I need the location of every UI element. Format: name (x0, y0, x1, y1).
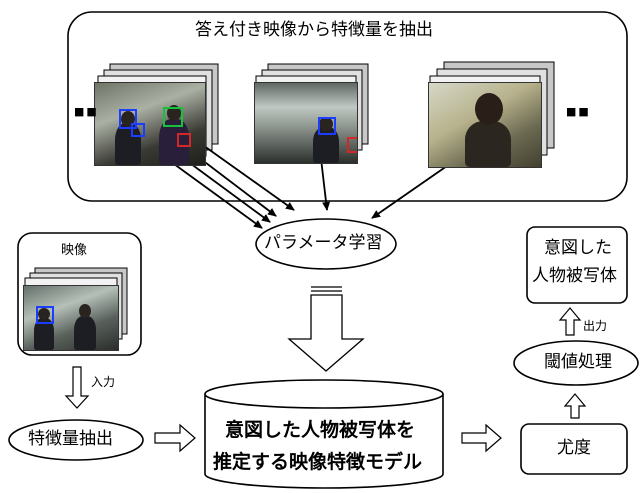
result-text-line2: 人物被写体 (532, 266, 617, 286)
model-text-line2: 推定する映像特徴モデル (213, 451, 423, 473)
extract-label: 特徴量抽出 (28, 429, 113, 449)
model-cylinder (204, 379, 444, 489)
input-panel-title: 映像 (61, 243, 88, 258)
video-frame-2 (254, 82, 358, 164)
result-box (526, 226, 628, 304)
model-text-line1: 意図した人物被写体を (225, 419, 416, 441)
learning-to-model-arrow (287, 286, 365, 372)
extract-ellipse (8, 419, 144, 461)
likelihood-box (520, 423, 628, 475)
input-arrow (64, 366, 90, 409)
learning-label: パラメータ学習 (264, 233, 383, 253)
threshold-label: 閾値処理 (544, 352, 612, 372)
ellipsis-right: ■■ (566, 105, 591, 118)
video-frame-1 (94, 82, 206, 166)
likelihood-to-threshold-arrow (563, 393, 587, 419)
output-arrow (558, 307, 582, 336)
threshold-ellipse (513, 340, 639, 386)
output-arrow-label: 出力 (583, 319, 608, 333)
input-arrow-label: 入力 (91, 375, 116, 389)
result-text-line1: 意図した (544, 238, 612, 258)
model-to-likelihood-arrow (461, 423, 502, 453)
video-frame-input (23, 285, 119, 351)
likelihood-label: 尤度 (557, 438, 591, 458)
video-frame-3 (428, 82, 542, 168)
ellipsis-left: ■■ (74, 105, 99, 118)
learning-ellipse (255, 218, 397, 270)
top-panel-title: 答え付き映像から特徴量を抽出 (195, 20, 433, 40)
extract-to-model-arrow (154, 423, 196, 453)
